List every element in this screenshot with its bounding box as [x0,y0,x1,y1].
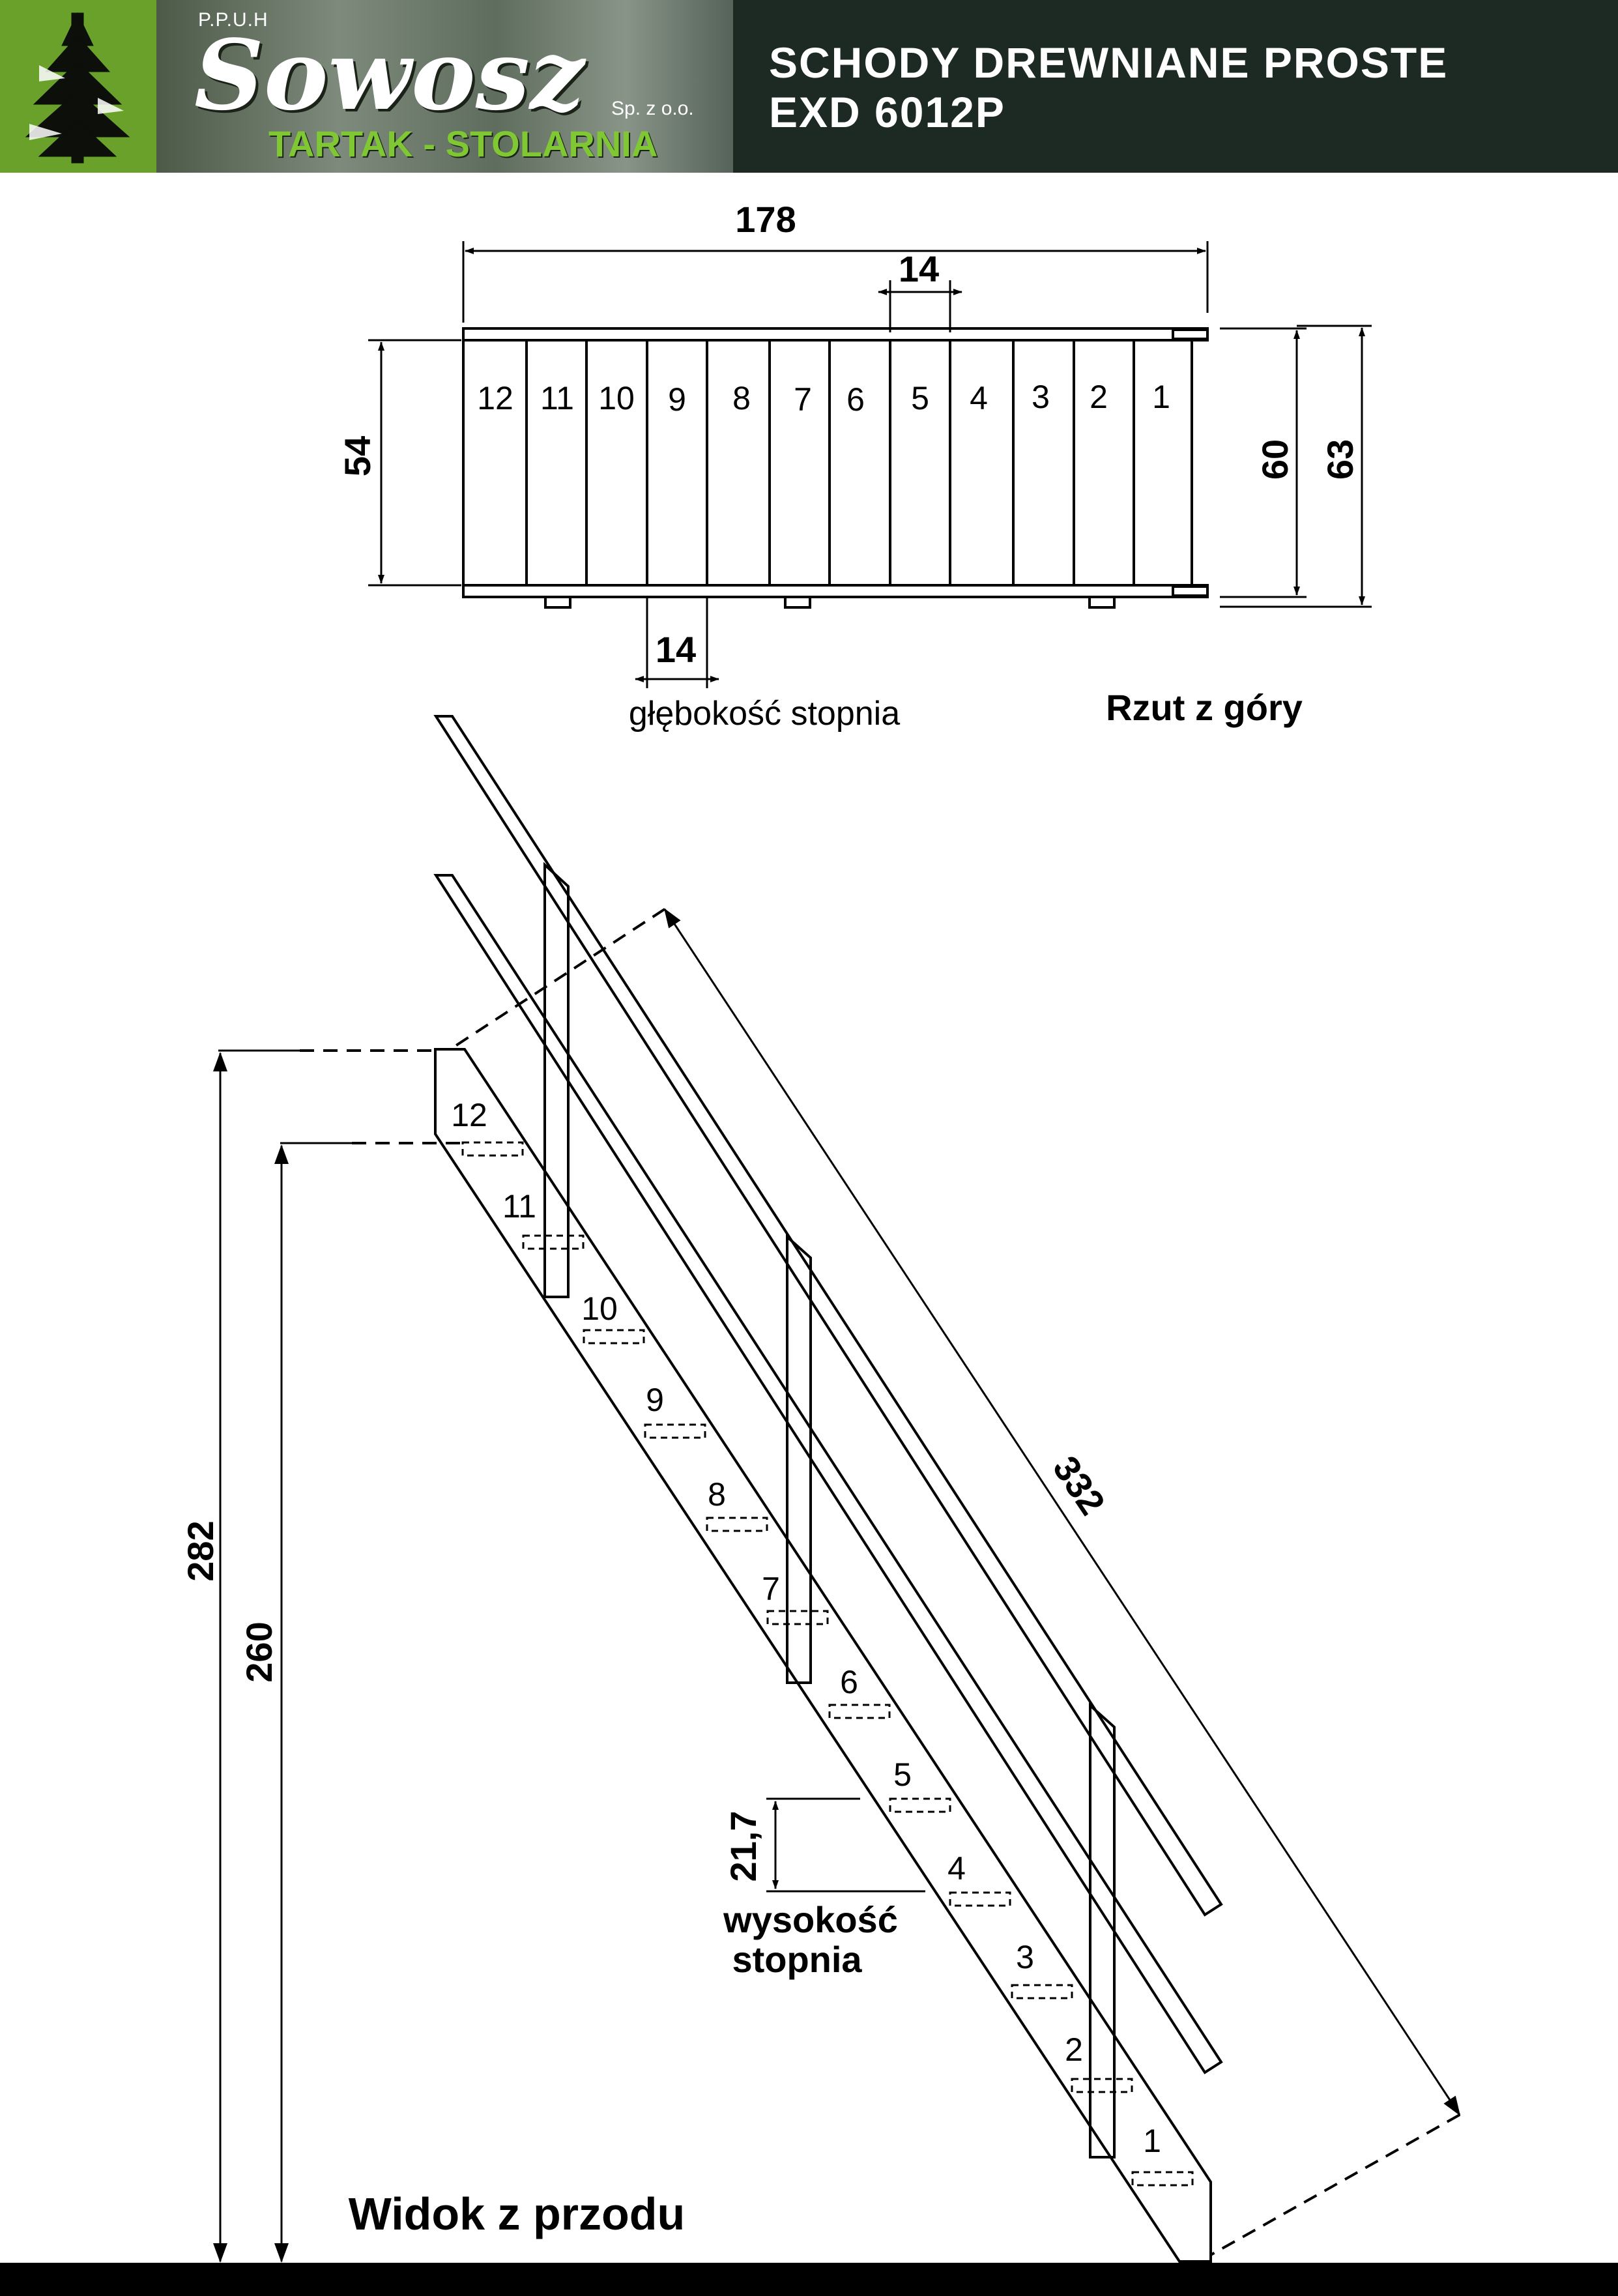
logo-banner: P.P.U.H Sowosz Sp. z o.o. TARTAK - STOLA… [0,0,733,173]
treads-dashed [461,1141,1194,2187]
stair-stringer [434,1048,1212,2263]
front-step-number: 9 [646,1382,664,1418]
tagline: TARTAK - STOLARNIA [268,123,658,164]
top-view: 12 11 10 9 8 7 6 5 4 3 2 1 178 14 54 60 [337,199,1372,733]
top-stringer [462,327,1209,341]
baluster [786,1234,812,1684]
top-step-number: 5 [911,380,929,416]
dimension-step-rise: 21,7 [723,1811,764,1882]
step-rise-label: wysokość [723,1899,898,1940]
front-step-number: 6 [840,1664,858,1700]
front-step-number: 7 [762,1571,780,1607]
dimension-side-54: 54 [337,436,378,476]
top-view-title: Rzut z góry [1106,687,1303,728]
front-view-title: Widok z przodu [349,2188,686,2239]
top-step-number: 2 [1090,379,1108,415]
step-rise-label: stopnia [732,1939,862,1980]
legal-suffix: Sp. z o.o. [611,98,694,119]
tree-logo-icon [0,0,156,173]
top-step-number: 4 [970,380,988,416]
lower-handrail [433,874,1223,2074]
tread-depth-label: głębokość stopnia [629,695,900,733]
front-view: 12 11 10 9 8 7 6 5 4 3 2 1 332 282 260 2… [180,715,1461,2263]
top-step-number: 9 [668,381,686,418]
treads-frame [462,339,1193,587]
dimension-tread-depth: 14 [656,629,696,670]
dimension-total-height: 282 [180,1520,221,1581]
top-step-number: 10 [598,380,635,416]
front-step-number: 3 [1016,1939,1034,1975]
header-bar: P.P.U.H Sowosz Sp. z o.o. TARTAK - STOLA… [0,0,1618,173]
top-step-number: 8 [732,380,751,416]
baluster [1089,1702,1116,2158]
front-step-number: 10 [581,1290,618,1327]
tread-dividers [525,340,1135,585]
baluster [543,862,570,1298]
front-step-number: 12 [451,1097,487,1133]
dimension-inner-60: 60 [1254,439,1295,480]
product-code: EXD 6012P [769,88,1005,136]
mount-foot [1088,596,1116,609]
dimension-floor-height: 260 [238,1621,280,1682]
front-step-number: 8 [708,1476,726,1513]
mount-foot [784,596,811,609]
mount-foot [544,596,571,609]
dimension-diagonal-332: 332 [1045,1449,1113,1522]
top-step-number: 7 [794,381,812,418]
top-step-number: 11 [540,380,574,416]
dimension-outer-63: 63 [1320,439,1361,480]
front-step-number: 11 [502,1188,536,1225]
dimension-tread-width: 14 [899,248,939,289]
top-cap [1172,328,1209,340]
floor-bar [0,2263,1618,2296]
top-step-number: 1 [1152,379,1170,415]
company-prefix: P.P.U.H [198,9,268,31]
dimension-total-length: 178 [735,199,796,240]
product-title: SCHODY DREWNIANE PROSTE [769,38,1449,87]
bottom-stringer [462,584,1209,598]
bottom-cap [1172,585,1209,597]
top-step-number: 12 [477,380,513,416]
front-step-number: 2 [1065,2031,1083,2068]
top-step-number: 6 [846,381,865,418]
brand-name: Sowosz [194,18,585,132]
front-step-number: 4 [947,1850,966,1887]
front-step-number: 1 [1143,2123,1161,2159]
front-step-number: 5 [893,1756,912,1793]
top-step-number: 3 [1032,379,1050,415]
